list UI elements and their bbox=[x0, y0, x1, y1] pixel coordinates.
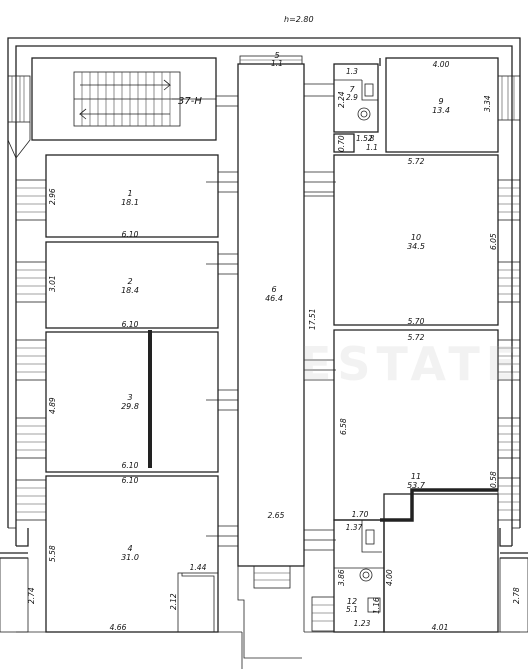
dim-bottom-right: 4.01 bbox=[432, 623, 449, 632]
dim-r12-bottom: 1.23 bbox=[354, 619, 371, 628]
dim-r3-width: 6.10 bbox=[122, 461, 139, 470]
room-9-area: 13.4 bbox=[432, 106, 450, 115]
room-3-number: 3 bbox=[127, 393, 132, 402]
dim-r9-height: 3.34 bbox=[483, 95, 492, 112]
watermark: ESTATE bbox=[300, 337, 523, 391]
room-6-area: 46.4 bbox=[265, 294, 283, 303]
room-1-number: 1 bbox=[127, 189, 132, 198]
room-8-number: 8 bbox=[370, 134, 375, 143]
dim-r12-height: 3.86 bbox=[337, 569, 346, 586]
dim-r7-height: 2.24 bbox=[337, 91, 346, 108]
ceiling-height-label: h=2.80 bbox=[284, 15, 314, 24]
room-8-area: 1.1 bbox=[366, 143, 378, 152]
right-windows bbox=[497, 75, 521, 521]
dim-left-outside: 2.74 bbox=[27, 587, 36, 604]
dim-r12-inner: 1.16 bbox=[372, 597, 381, 614]
dim-corridor-width: 2.65 bbox=[268, 511, 285, 520]
dim-r1-width: 6.10 bbox=[122, 230, 139, 239]
dim-r8-width: 1.52 bbox=[356, 134, 373, 143]
room-3-area: 29.8 bbox=[121, 402, 139, 411]
dim-r4-height: 5.58 bbox=[48, 545, 57, 562]
dim-r10-bottom: 5.70 bbox=[408, 317, 425, 326]
room-6-number: 6 bbox=[271, 285, 276, 294]
dim-r11-niche: 4.00 bbox=[385, 569, 394, 586]
room-12-area: 5.1 bbox=[346, 605, 358, 614]
dim-r2-width: 6.10 bbox=[122, 320, 139, 329]
room-4-area: 31.0 bbox=[121, 553, 139, 562]
dim-corridor-length: 17.51 bbox=[308, 309, 317, 330]
dim-r9-width: 4.00 bbox=[433, 60, 450, 69]
dim-r3-height: 4.89 bbox=[48, 397, 57, 414]
dim-r4-niche-height: 2.12 bbox=[169, 593, 178, 610]
room-9-number: 9 bbox=[438, 97, 443, 106]
right-rooms bbox=[0, 57, 528, 669]
door-marks bbox=[206, 83, 336, 551]
room-11-area: 53.7 bbox=[407, 481, 426, 490]
room-7-number: 7 bbox=[349, 85, 355, 94]
dimension-labels: 6.10 2.96 6.10 3.01 6.10 4.89 6.10 5.58 … bbox=[27, 60, 521, 632]
dim-r11-height: 6.58 bbox=[339, 418, 348, 435]
dim-r7-width: 1.3 bbox=[346, 67, 358, 76]
room-12-number: 12 bbox=[347, 597, 357, 606]
room-2-area: 18.4 bbox=[121, 286, 139, 295]
dim-r2-height: 3.01 bbox=[48, 275, 57, 292]
dim-r1-height: 2.96 bbox=[48, 188, 57, 205]
staircase bbox=[31, 57, 217, 141]
room-4-number: 4 bbox=[127, 544, 132, 553]
dim-r4-top: 6.10 bbox=[122, 476, 139, 485]
dim-r4-niche-width: 1.44 bbox=[190, 563, 207, 572]
dim-r10-height: 6.05 bbox=[489, 233, 498, 250]
room-5-number: 5 bbox=[274, 51, 279, 60]
room-10-number: 10 bbox=[411, 233, 421, 242]
dim-r11-step-width: 1.70 bbox=[352, 510, 369, 519]
room-7-area: 2.9 bbox=[346, 93, 358, 102]
room-2-number: 2 bbox=[127, 277, 132, 286]
dim-r10-top: 5.72 bbox=[408, 157, 425, 166]
dim-r11-top: 5.72 bbox=[408, 333, 425, 342]
dim-r4-width: 4.66 bbox=[110, 623, 127, 632]
room-11-number: 11 bbox=[411, 472, 421, 481]
outer-walls bbox=[0, 37, 528, 559]
stair-label: 37-H bbox=[178, 96, 202, 107]
dim-r11-step-height: 0.58 bbox=[489, 471, 498, 488]
dim-right-outside: 2.78 bbox=[512, 587, 521, 604]
room-10-area: 34.5 bbox=[407, 242, 425, 251]
corridor bbox=[237, 55, 305, 659]
dim-r12-width: 1.37 bbox=[346, 523, 363, 532]
left-windows bbox=[7, 75, 47, 521]
room-labels: 1 18.1 2 18.4 3 29.8 4 31.0 5 1.1 6 46.4… bbox=[121, 51, 450, 614]
dim-r8-height: 0.70 bbox=[337, 135, 346, 152]
room-1-area: 18.1 bbox=[121, 198, 139, 207]
room-5-area: 1.1 bbox=[271, 59, 283, 68]
